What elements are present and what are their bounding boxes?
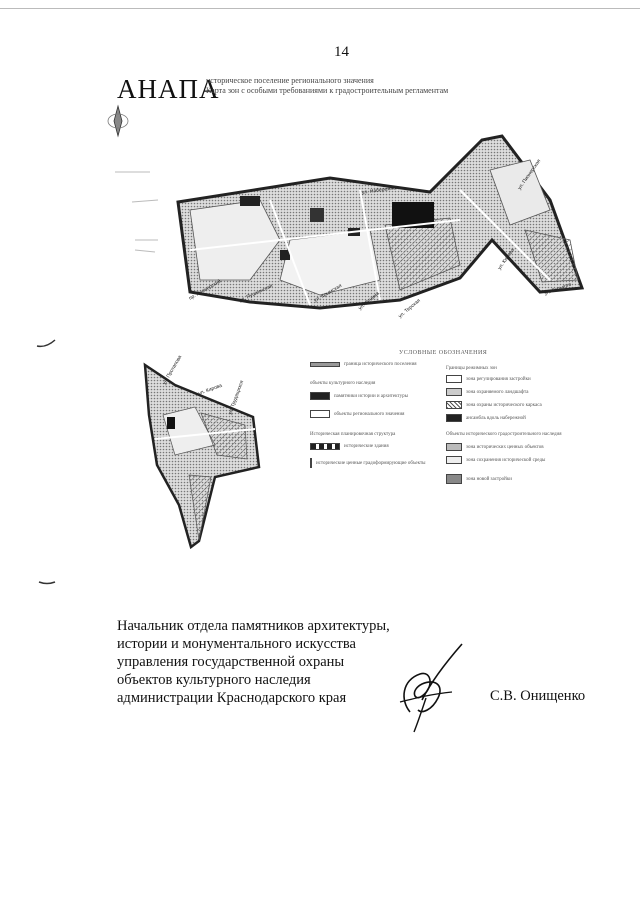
legend-swatch-ensemble [446,414,462,422]
legend-right-column: Границы режимных зон зона регулирования … [446,366,566,484]
legend-item: ансамбль вдоль набережной [466,415,526,421]
legend-heading: Границы режимных зон [446,366,497,371]
map-outskirts-labels [115,171,159,253]
svg-text:ул. Набережная: ул. Набережная [361,185,399,196]
legend-swatch-environment [446,456,462,464]
legend-swatch-regulation [446,375,462,383]
legend-swatch-frame [446,401,462,409]
legend-heading: объекты культурного наследия [310,381,376,386]
legend-swatch-valuable-zone [446,443,462,451]
map-subtitle: историческое поселение регионального зна… [206,76,448,96]
legend-left-column: граница исторического поселения объекты … [310,362,426,468]
legend-swatch-new [446,474,462,484]
legend-item: объекты регионального значения [334,411,405,417]
signature-title-line-4: объектов культурного наследия [117,672,311,688]
svg-text:ул. Протапова: ул. Протапова [162,355,184,386]
legend-swatch-monument [310,392,330,400]
svg-text:ул. Кирова: ул. Кирова [198,383,224,397]
legend-swatch-historic [310,443,340,450]
signature-title-line-1: Начальник отдела памятников архитектуры, [117,618,390,634]
legend-item: зона сохранения исторической среды [466,457,546,463]
legend-swatch-landscape [446,388,462,396]
legend-swatch-regional [310,410,330,418]
legend-item: исторические здания [344,444,389,449]
legend-item: зона охраны исторического каркаса [466,402,542,408]
legend-item: зона регулирования застройки [466,376,531,382]
margin-mark-top [36,339,56,348]
legend-title: УСЛОВНЫЕ ОБОЗНАЧЕНИЯ [399,350,488,356]
handwritten-signature [399,643,463,733]
city-title: АНАПА [117,74,220,104]
legend-item: зона исторических ценных объектов [466,444,544,450]
signature-title-line-2: истории и монументального искусства [117,636,356,652]
page-number: 14 [334,44,349,60]
legend-heading: Историческая планировочная структура [310,432,396,437]
subtitle-line-1: историческое поселение регионального зна… [206,76,374,85]
subtitle-line-2: Карта зон с особыми требованиями к градо… [206,86,449,95]
legend-item: граница исторического поселения [344,362,417,367]
map-main-district: ул. Набережная пр. Пионерский ул. Пушкин… [176,134,585,320]
top-border-line [0,8,640,9]
signature-title-line-3: управления государственной охраны [117,654,345,670]
north-arrow-icon [107,104,129,138]
signature-block: Начальник отдела памятников архитектуры,… [117,617,390,707]
legend-swatch-valuable [310,458,312,468]
legend-item: зона охраняемого ландшафта [466,389,529,395]
legend-heading: Объекты исторического градостроительного… [446,432,562,437]
signature-title-line-5: администрации Краснодарского края [117,690,347,706]
legend-item: памятники истории и архитектуры [334,393,408,399]
legend-item: исторические ценные градоформирующие объ… [316,460,426,466]
legend-swatch-border [310,362,340,367]
map-lower-district: ул. Протапова ул. Кирова ул. Трудящихся [143,355,261,550]
legend-item: зона новой застройки [466,476,512,482]
signatory-name: С.В. Онищенко [490,688,586,704]
margin-mark-bottom [38,581,56,585]
